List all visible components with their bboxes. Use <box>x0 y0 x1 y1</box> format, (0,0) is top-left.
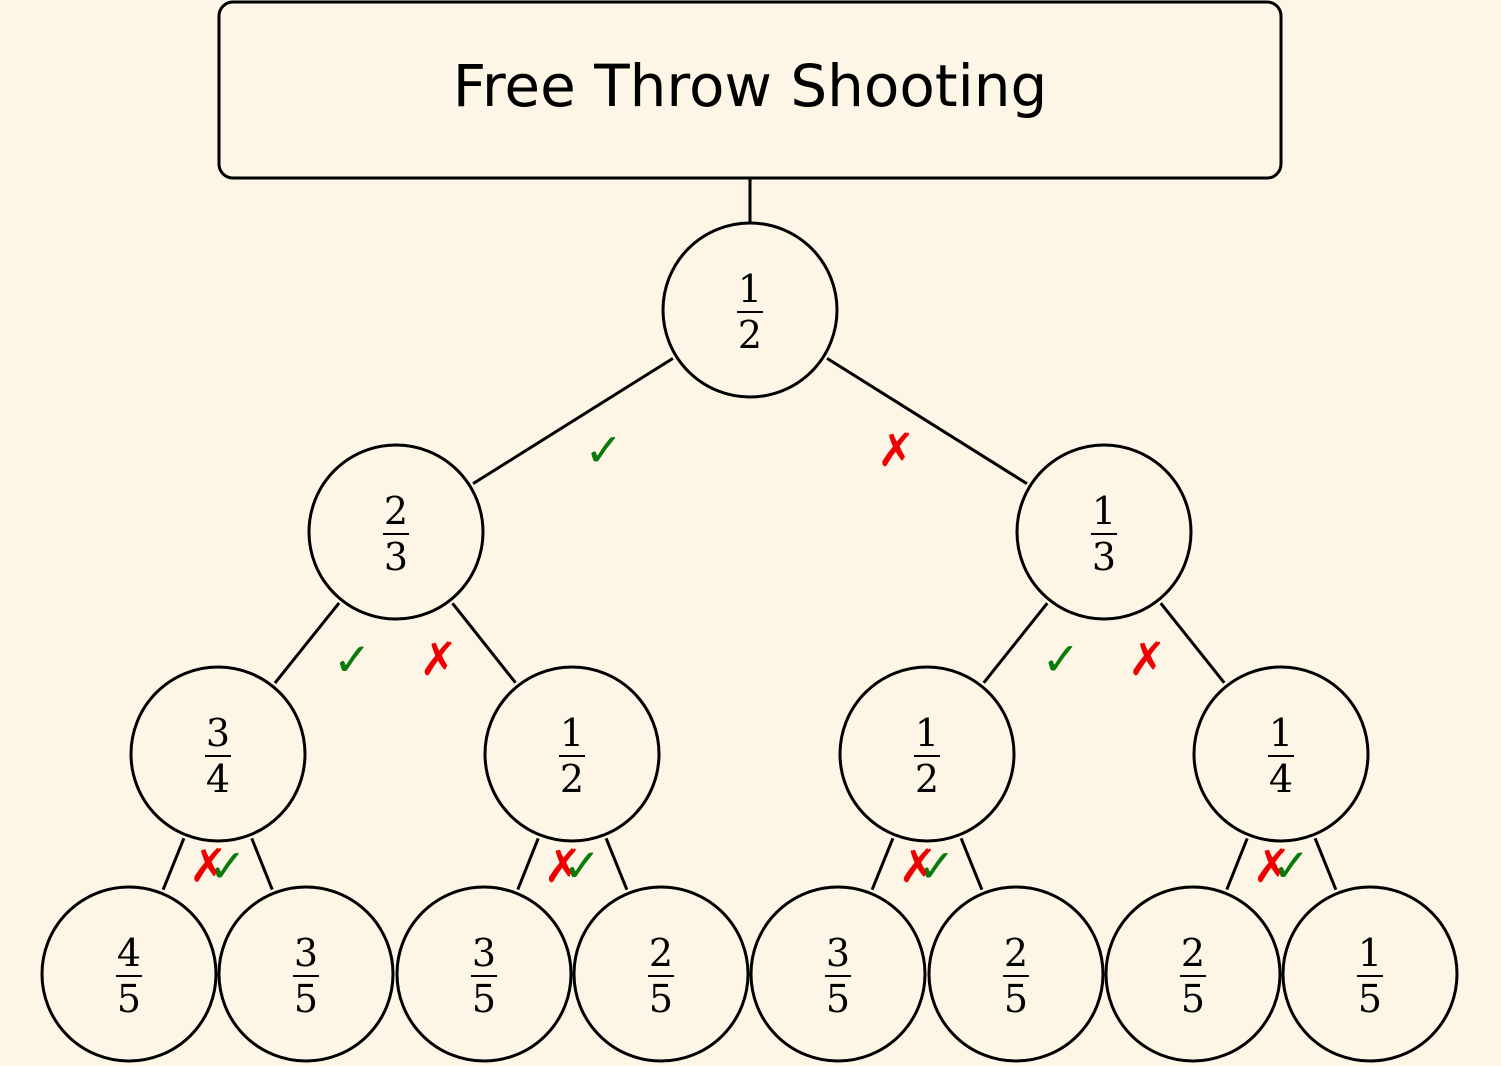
fraction-numerator: 3 <box>206 711 230 755</box>
tree-edge <box>604 837 629 891</box>
fraction-denominator: 5 <box>1358 977 1382 1021</box>
node-circle <box>1192 665 1370 843</box>
fraction-numerator: 1 <box>560 711 584 755</box>
tree-edge <box>1313 837 1338 891</box>
made-check-mark: ✓ <box>1042 632 1081 686</box>
fraction-denominator: 5 <box>117 977 141 1021</box>
fraction-denominator: 2 <box>738 313 762 357</box>
node-circle <box>483 665 661 843</box>
fraction-denominator: 5 <box>649 977 673 1021</box>
fraction-numerator: 1 <box>1358 931 1382 975</box>
made-check-mark: ✓ <box>917 839 956 893</box>
missed-cross-mark: ✗ <box>543 839 582 893</box>
probability-node: 12 <box>661 221 839 399</box>
missed-cross-mark: ✗ <box>898 839 937 893</box>
probability-node: 23 <box>307 443 485 621</box>
probability-node: 25 <box>572 885 750 1063</box>
tree-edge <box>273 602 341 684</box>
missed-cross-mark: ✗ <box>189 839 228 893</box>
fraction-numerator: 1 <box>1092 489 1116 533</box>
fraction-numerator: 1 <box>915 711 939 755</box>
probability-node: 35 <box>395 885 573 1063</box>
branch-marks: ✓✓✓✗✗✓✗✗✓✓✗✗✓✗ <box>189 423 1310 893</box>
missed-cross-mark: ✗ <box>877 423 916 477</box>
fraction-denominator: 5 <box>1004 977 1028 1021</box>
made-check-mark: ✓ <box>585 423 624 477</box>
tree-edge <box>959 837 984 891</box>
tree-edges <box>161 357 1338 891</box>
fraction-numerator: 4 <box>117 931 141 975</box>
fraction-denominator: 4 <box>1269 757 1293 801</box>
node-circle <box>217 885 395 1063</box>
node-circle <box>749 885 927 1063</box>
missed-cross-mark: ✗ <box>1128 632 1167 686</box>
node-circle <box>661 221 839 399</box>
node-circle <box>927 885 1105 1063</box>
node-circle <box>307 443 485 621</box>
tree-edge <box>870 837 895 891</box>
made-check-mark: ✓ <box>333 632 372 686</box>
probability-node: 25 <box>927 885 1105 1063</box>
tree-edge <box>1159 602 1226 684</box>
fraction-numerator: 3 <box>472 931 496 975</box>
fraction-denominator: 5 <box>826 977 850 1021</box>
node-circle <box>395 885 573 1063</box>
fraction-denominator: 3 <box>384 535 408 579</box>
fraction-numerator: 2 <box>649 931 673 975</box>
made-check-mark: ✓ <box>563 839 602 893</box>
fraction-denominator: 4 <box>206 757 230 801</box>
probability-node: 14 <box>1192 665 1370 843</box>
made-check-mark: ✓ <box>1272 839 1311 893</box>
node-circle <box>40 885 218 1063</box>
tree-edge <box>472 357 674 485</box>
missed-cross-mark: ✗ <box>1252 839 1291 893</box>
probability-node: 12 <box>838 665 1016 843</box>
tree-edge <box>516 837 540 891</box>
fraction-numerator: 2 <box>384 489 408 533</box>
fraction-denominator: 2 <box>560 757 584 801</box>
fraction-denominator: 5 <box>1181 977 1205 1021</box>
node-circle <box>838 665 1016 843</box>
probability-node: 13 <box>1015 443 1193 621</box>
fraction-numerator: 3 <box>826 931 850 975</box>
node-circle <box>1281 885 1459 1063</box>
tree-edge <box>161 837 186 891</box>
probability-node: 34 <box>129 665 307 843</box>
diagram-title: Free Throw Shooting <box>453 52 1048 120</box>
fraction-denominator: 3 <box>1092 535 1116 579</box>
tree-edge <box>982 602 1049 684</box>
fraction-denominator: 2 <box>915 757 939 801</box>
fraction-numerator: 1 <box>738 267 762 311</box>
node-circle <box>1104 885 1282 1063</box>
tree-edge <box>451 602 517 684</box>
probability-node: 35 <box>217 885 395 1063</box>
fraction-numerator: 3 <box>294 931 318 975</box>
fraction-denominator: 5 <box>294 977 318 1021</box>
node-circle <box>572 885 750 1063</box>
probability-node: 12 <box>483 665 661 843</box>
probability-node: 25 <box>1104 885 1282 1063</box>
fraction-numerator: 2 <box>1181 931 1205 975</box>
tree-edge <box>250 837 274 891</box>
probability-node: 45 <box>40 885 218 1063</box>
fraction-numerator: 2 <box>1004 931 1028 975</box>
fraction-denominator: 5 <box>472 977 496 1021</box>
tree-edge <box>826 357 1028 485</box>
tree-edge <box>1225 837 1249 891</box>
made-check-mark: ✓ <box>208 839 247 893</box>
fraction-numerator: 1 <box>1269 711 1293 755</box>
probability-node: 35 <box>749 885 927 1063</box>
probability-node: 15 <box>1281 885 1459 1063</box>
node-circle <box>1015 443 1193 621</box>
node-circle <box>129 665 307 843</box>
missed-cross-mark: ✗ <box>419 632 458 686</box>
